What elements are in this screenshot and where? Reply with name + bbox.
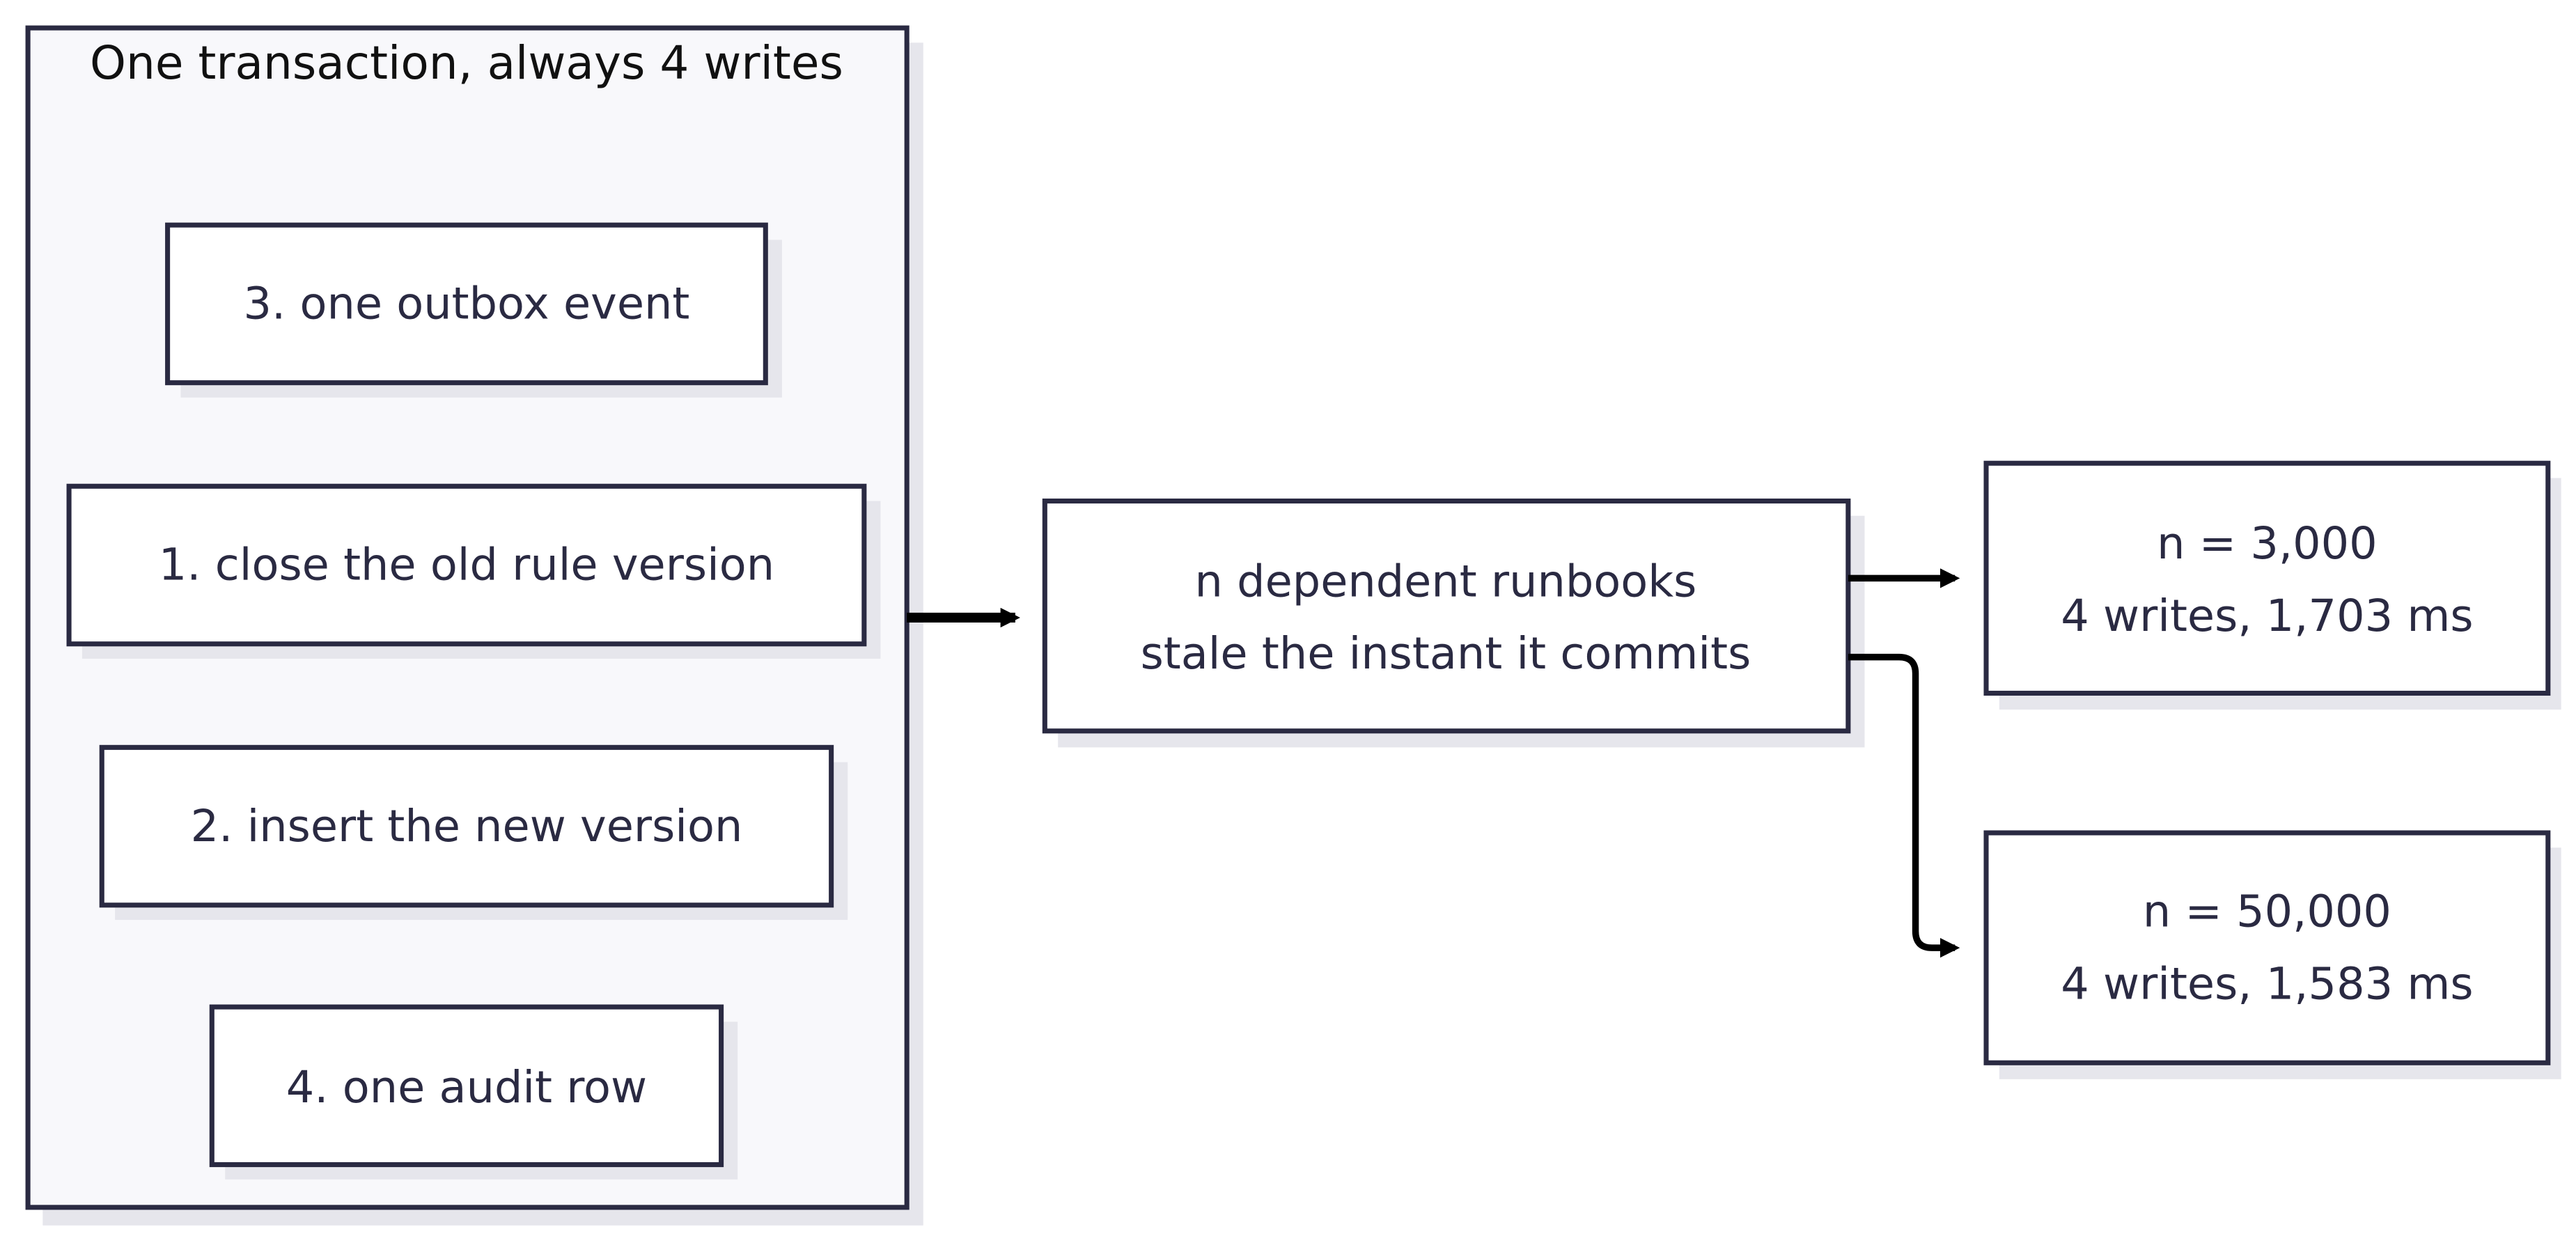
step-1-label: 1. close the old rule version (159, 540, 774, 591)
step-1-node: 1. close the old rule version (66, 483, 881, 659)
result-50000-box (1983, 830, 2551, 1065)
step-4-node: 4. one audit row (209, 1004, 738, 1180)
arrow-center-to-result-50000 (1848, 653, 1960, 958)
result-50000-line1: n = 50,000 (2143, 886, 2391, 937)
step-2-node: 2. insert the new version (99, 744, 848, 921)
step-2-label: 2. insert the new version (191, 801, 743, 852)
result-3000-node: n = 3,000 4 writes, 1,703 ms (1983, 460, 2561, 710)
center-label-line2: stale the instant it commits (1141, 628, 1751, 680)
step-3-box (165, 222, 768, 386)
center-label-line1: n dependent runbooks (1195, 556, 1697, 607)
step-3-node: 3. one outbox event (165, 222, 782, 398)
step-1-box (66, 483, 867, 647)
result-50000-line2: 4 writes, 1,583 ms (2061, 958, 2473, 1010)
center-box (1042, 498, 1851, 734)
cluster-title: One transaction, always 4 writes (90, 36, 843, 90)
step-4-box (209, 1004, 724, 1168)
center-node: n dependent runbooks stale the instant i… (1042, 498, 1865, 748)
result-3000-line2: 4 writes, 1,703 ms (2061, 590, 2473, 642)
step-4-label: 4. one audit row (286, 1062, 647, 1113)
step-3-label: 3. one outbox event (244, 279, 690, 330)
step-2-box (99, 744, 834, 908)
result-50000-node: n = 50,000 4 writes, 1,583 ms (1983, 830, 2561, 1079)
result-3000-line1: n = 3,000 (2157, 518, 2378, 570)
result-3000-box (1983, 460, 2551, 696)
